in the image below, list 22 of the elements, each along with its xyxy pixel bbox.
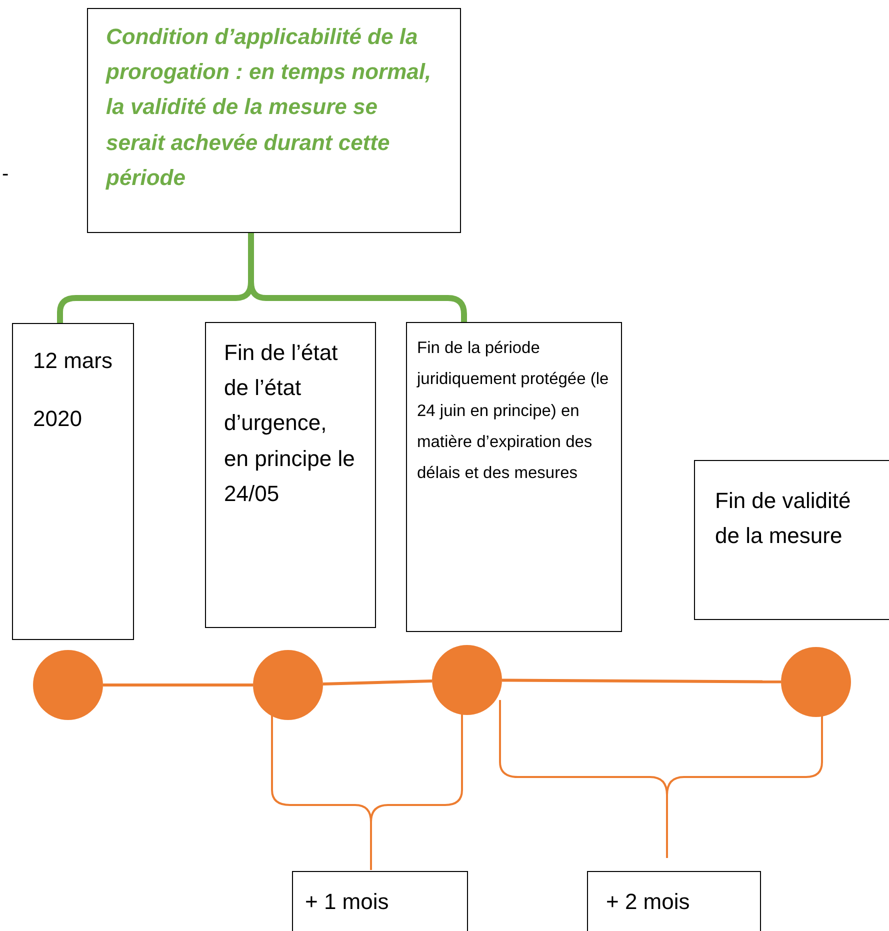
text-box [587, 871, 761, 931]
text-box [87, 8, 461, 233]
timeline-dot [33, 650, 103, 720]
timeline-dot [432, 645, 502, 715]
condition-text: Condition d’applicabilité de la prorogation : en temps normal, la validité de la mesure se serait achevée durant cette période [106, 23, 432, 192]
stray-mark: - [2, 163, 9, 186]
box-text: + 2 mois [606, 888, 691, 916]
timeline-line [322, 679, 432, 686]
box-text: + 1 mois [305, 888, 390, 916]
timeline-dot [781, 647, 851, 717]
box-text: Fin de la période juridiquement protégée (le 24 juin en principe) en matière d’expiration des délais et des mesures [417, 338, 610, 484]
box-text: 12 mars 2020 [33, 347, 113, 434]
box-text: Fin de validité de la mesure [715, 487, 852, 550]
text-box [205, 322, 376, 628]
text-box [12, 323, 134, 640]
timeline-line [103, 684, 253, 686]
text-box [694, 460, 889, 620]
text-box [292, 871, 468, 931]
timeline-dot [253, 650, 323, 720]
text-box [406, 322, 622, 632]
timeline-line [502, 678, 781, 684]
box-text: Fin de l’état de l’état d’urgence, en principe le 24/05 [224, 339, 356, 508]
